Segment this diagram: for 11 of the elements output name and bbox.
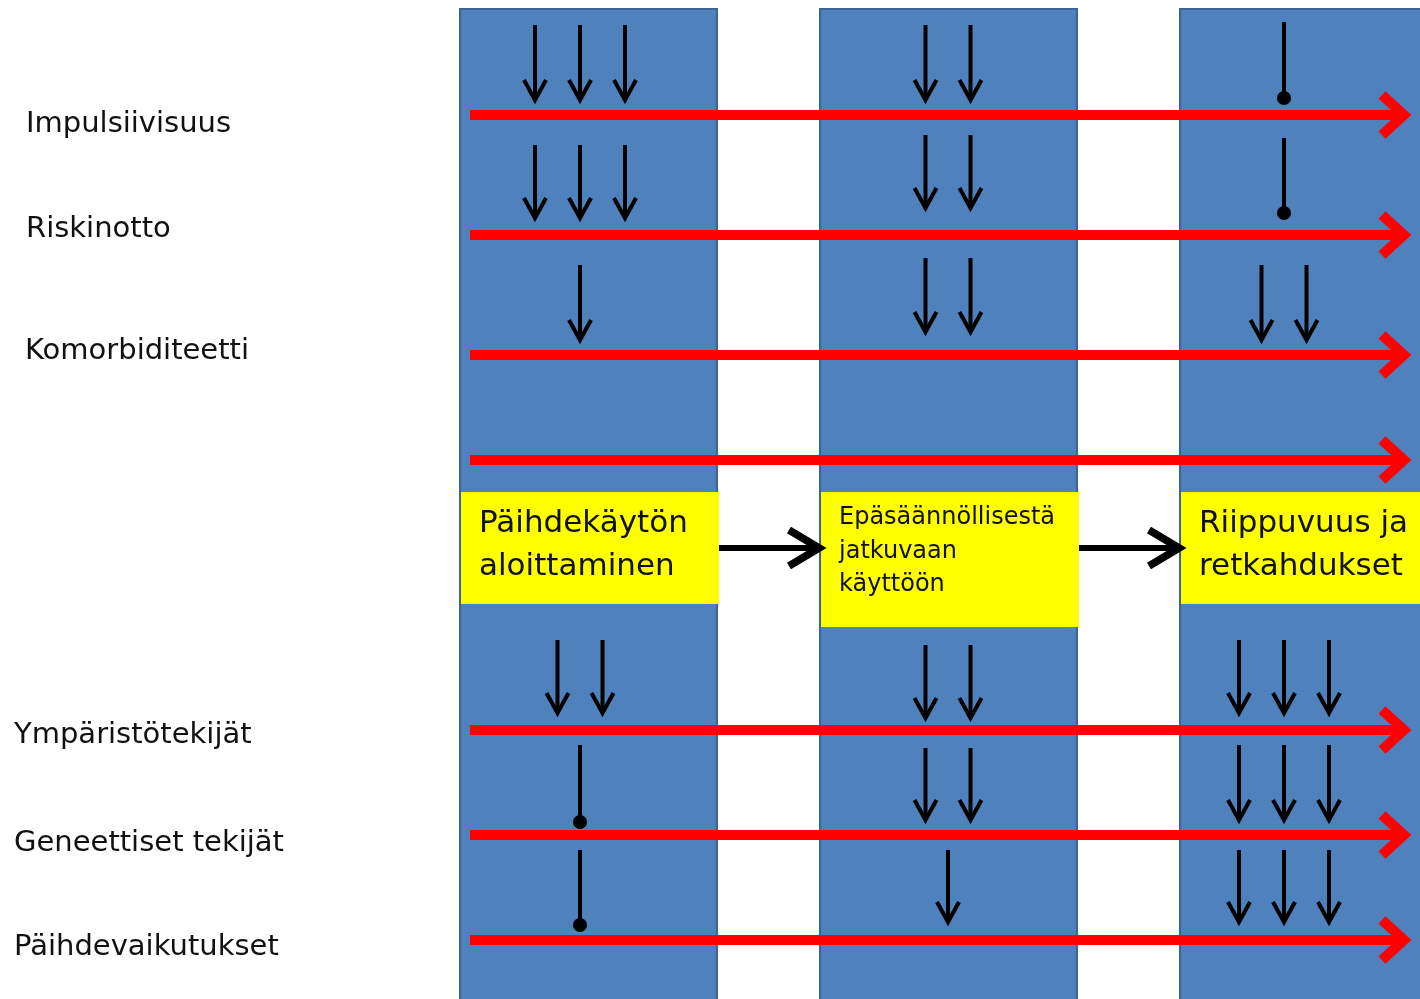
stage-box: Päihdekäytön aloittaminen <box>461 492 719 604</box>
row-label: Päihdevaikutukset <box>14 928 279 962</box>
row-label: Impulsiivisuus <box>26 105 232 139</box>
row-label: Riskinotto <box>26 210 171 244</box>
stage-box: Riippuvuus ja retkahdukset <box>1181 492 1420 604</box>
row-label: Geneettiset tekijät <box>14 824 284 858</box>
column-bar <box>459 8 718 999</box>
row-label: Ympäristötekijät <box>14 716 252 750</box>
column-bar <box>819 8 1078 999</box>
row-label: Komorbiditeetti <box>25 332 249 366</box>
stage-box: Epäsäännöllisestä jatkuvaan käyttöön <box>821 492 1079 627</box>
